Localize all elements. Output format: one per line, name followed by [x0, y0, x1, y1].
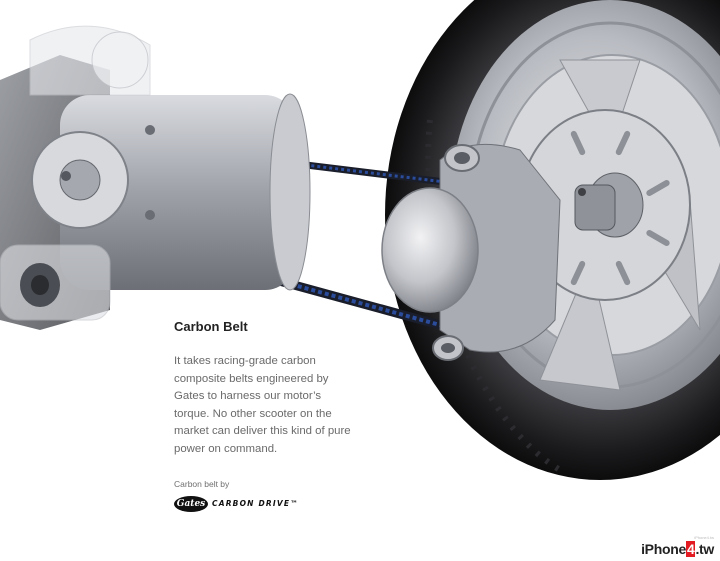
watermark-tagline: iPhone4.tw	[694, 535, 714, 540]
carbon-belt-copy: Carbon Belt It takes racing-grade carbon…	[174, 318, 374, 512]
site-watermark: iPhone4.tw iPhone4.tw	[641, 535, 714, 557]
rim-spoke	[559, 59, 641, 152]
motor-cylinder	[60, 95, 295, 290]
gates-logo: Gates	[174, 495, 208, 512]
motor-assembly	[0, 25, 311, 330]
gates-carbon-drive-logo: Gates CARBON DRIVE™	[174, 495, 374, 512]
section-heading: Carbon Belt	[174, 319, 248, 334]
watermark-logo: iPhone4.tw	[641, 541, 714, 557]
credit-label: Carbon belt by	[174, 478, 230, 489]
hub-cover	[381, 187, 479, 313]
rim-spoke	[539, 258, 621, 391]
section-body: It takes racing-grade carbon composite b…	[174, 355, 351, 455]
carbon-drive-wordmark: CARBON DRIVE™	[212, 499, 299, 509]
rear-hub	[381, 143, 616, 361]
